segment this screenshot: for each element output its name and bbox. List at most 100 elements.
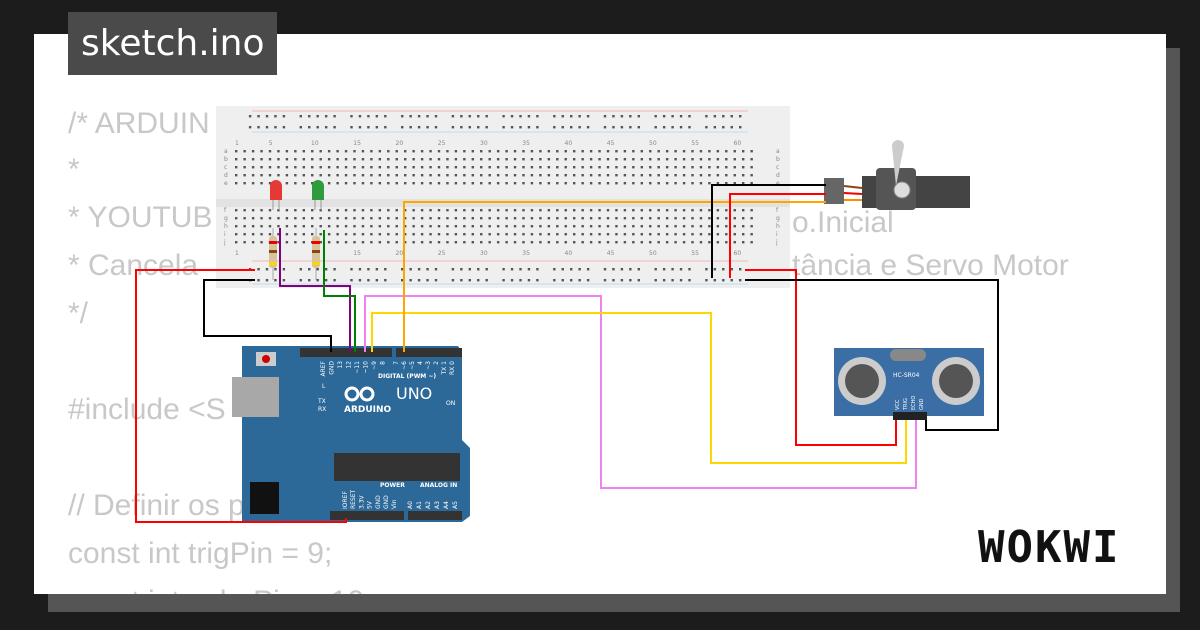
breadboard-hole[interactable] [578, 268, 581, 271]
breadboard-hole[interactable] [716, 158, 720, 161]
breadboard-hole[interactable] [268, 233, 272, 236]
breadboard-hole[interactable] [513, 158, 517, 161]
breadboard-hole[interactable] [640, 150, 643, 153]
breadboard-hole[interactable] [446, 166, 449, 169]
breadboard-hole[interactable] [235, 241, 238, 244]
breadboard-hole[interactable] [361, 241, 365, 244]
breadboard-hole[interactable] [665, 174, 669, 177]
breadboard-hole[interactable] [522, 225, 525, 228]
breadboard-hole[interactable] [378, 241, 382, 244]
breadboard-hole[interactable] [358, 268, 362, 271]
breadboard-hole[interactable] [750, 150, 753, 153]
breadboard-hole[interactable] [640, 225, 643, 228]
breadboard-hole[interactable] [460, 268, 463, 271]
breadboard-hole[interactable] [725, 174, 728, 177]
breadboard-hole[interactable] [620, 126, 624, 129]
breadboard-hole[interactable] [235, 209, 238, 212]
breadboard-hole[interactable] [367, 126, 370, 129]
breadboard-hole[interactable] [713, 279, 717, 282]
breadboard-hole[interactable] [536, 126, 539, 129]
breadboard-hole[interactable] [556, 158, 559, 161]
breadboard-hole[interactable] [471, 158, 474, 161]
breadboard-hole[interactable] [277, 158, 280, 161]
breadboard-hole[interactable] [434, 126, 438, 129]
breadboard-hole[interactable] [739, 115, 742, 118]
breadboard-hole[interactable] [488, 166, 491, 169]
breadboard-hole[interactable] [451, 279, 455, 282]
breadboard-hole[interactable] [311, 217, 314, 220]
breadboard-hole[interactable] [429, 150, 432, 153]
breadboard-hole[interactable] [682, 182, 686, 185]
breadboard-hole[interactable] [564, 150, 567, 153]
breadboard-hole[interactable] [243, 225, 246, 228]
breadboard-hole[interactable] [699, 209, 703, 212]
breadboard-hole[interactable] [581, 166, 584, 169]
breadboard-hole[interactable] [725, 209, 728, 212]
breadboard-hole[interactable] [570, 126, 573, 129]
breadboard-hole[interactable] [733, 166, 736, 169]
breadboard-hole[interactable] [446, 233, 449, 236]
breadboard-hole[interactable] [612, 268, 615, 271]
breadboard-hole[interactable] [629, 126, 632, 129]
breadboard-hole[interactable] [733, 209, 736, 212]
breadboard-hole[interactable] [699, 174, 703, 177]
breadboard-hole[interactable] [547, 209, 551, 212]
breadboard-hole[interactable] [404, 241, 407, 244]
wire-sensor-gnd[interactable] [745, 279, 999, 431]
breadboard-hole[interactable] [586, 279, 590, 282]
breadboard-hole[interactable] [733, 225, 736, 228]
breadboard-hole[interactable] [268, 209, 272, 212]
breadboard-hole[interactable] [564, 217, 567, 220]
breadboard-hole[interactable] [539, 233, 542, 236]
breadboard-hole[interactable] [437, 241, 441, 244]
breadboard-hole[interactable] [615, 225, 618, 228]
breadboard-hole[interactable] [480, 166, 483, 169]
breadboard-hole[interactable] [708, 225, 711, 228]
breadboard-hole[interactable] [426, 268, 429, 271]
breadboard-hole[interactable] [468, 115, 471, 118]
breadboard-hole[interactable] [649, 209, 652, 212]
breadboard-hole[interactable] [564, 182, 567, 185]
breadboard-hole[interactable] [530, 158, 534, 161]
breadboard-hole[interactable] [361, 233, 365, 236]
breadboard-hole[interactable] [598, 150, 601, 153]
breadboard-hole[interactable] [471, 233, 474, 236]
breadboard-hole[interactable] [302, 225, 305, 228]
breadboard-hole[interactable] [679, 268, 683, 271]
breadboard-hole[interactable] [319, 158, 322, 161]
breadboard-hole[interactable] [463, 158, 466, 161]
breadboard-hole[interactable] [412, 174, 415, 177]
breadboard-hole[interactable] [285, 233, 289, 236]
breadboard-hole[interactable] [598, 158, 601, 161]
breadboard-hole[interactable] [657, 225, 660, 228]
breadboard-hole[interactable] [581, 158, 584, 161]
breadboard-hole[interactable] [589, 233, 593, 236]
breadboard-hole[interactable] [404, 225, 407, 228]
breadboard-hole[interactable] [581, 217, 584, 220]
breadboard-hole[interactable] [615, 166, 618, 169]
breadboard-hole[interactable] [522, 182, 525, 185]
breadboard-hole[interactable] [387, 209, 390, 212]
breadboard-hole[interactable] [674, 150, 677, 153]
breadboard-hole[interactable] [451, 268, 455, 271]
breadboard-hole[interactable] [699, 166, 703, 169]
breadboard-hole[interactable] [603, 126, 607, 129]
breadboard-hole[interactable] [547, 166, 551, 169]
breadboard-hole[interactable] [519, 115, 522, 118]
breadboard-hole[interactable] [623, 241, 627, 244]
breadboard-hole[interactable] [623, 209, 627, 212]
breadboard-hole[interactable] [471, 225, 474, 228]
breadboard-hole[interactable] [539, 150, 542, 153]
breadboard-hole[interactable] [361, 225, 365, 228]
breadboard-hole[interactable] [606, 209, 610, 212]
breadboard-hole[interactable] [316, 115, 319, 118]
breadboard-hole[interactable] [319, 233, 322, 236]
breadboard-hole[interactable] [426, 279, 429, 282]
breadboard-hole[interactable] [302, 158, 305, 161]
breadboard-hole[interactable] [730, 279, 733, 282]
breadboard-hole[interactable] [437, 233, 441, 236]
breadboard-hole[interactable] [547, 158, 551, 161]
breadboard-hole[interactable] [274, 268, 277, 271]
breadboard-hole[interactable] [277, 166, 280, 169]
breadboard-hole[interactable] [460, 115, 463, 118]
